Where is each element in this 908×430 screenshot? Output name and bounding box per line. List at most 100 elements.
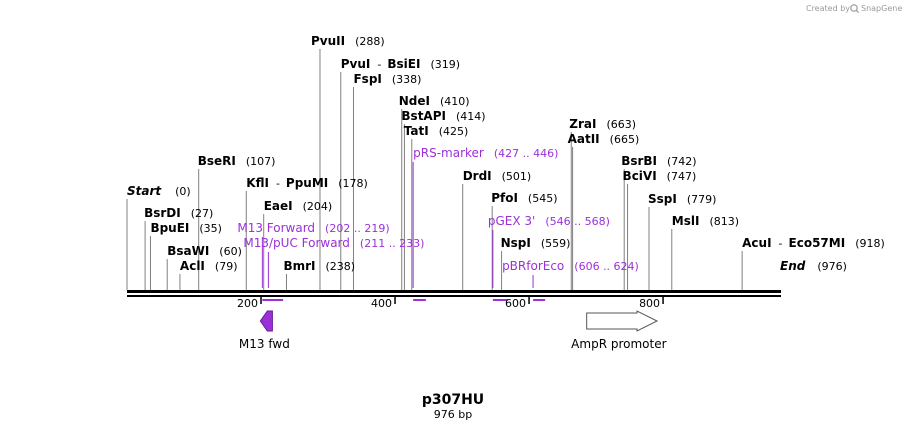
snapgene-logo-icon: [850, 4, 860, 14]
enzyme-label: MslI (813): [672, 214, 739, 228]
enzyme-position: (60): [219, 245, 242, 258]
forward-feature-arrow-icon: [586, 310, 659, 332]
enzyme-label: KflI-PpuMI(178): [246, 176, 368, 190]
enzyme-label: BsrDI (27): [144, 206, 213, 220]
enzyme-position: (178): [338, 177, 368, 190]
sequence-end-label: End (976): [780, 259, 847, 273]
feature-arrow-shape: [586, 310, 659, 332]
primer-position: (546 .. 568): [545, 215, 610, 228]
enzyme-position: (918): [855, 237, 885, 250]
sequence-end-position: (0): [175, 185, 191, 198]
enzyme-name: AcuI: [742, 236, 771, 250]
enzyme-label: BstAPI (414): [401, 109, 485, 123]
enzyme-separator: -: [276, 177, 280, 190]
map-caption: p307HU 976 bp: [422, 392, 484, 421]
feature-label: AmpR promoter: [571, 337, 666, 351]
sequence-end-position: (976): [817, 260, 847, 273]
sequence-end-name: End: [780, 259, 806, 273]
enzyme-label: AatII (665): [568, 132, 640, 146]
enzyme-label: SspI (779): [648, 192, 716, 206]
enzyme-name: FspI: [353, 72, 381, 86]
enzyme-label: PvuII (288): [311, 34, 385, 48]
ruler-tick-label: 800: [639, 297, 660, 310]
enzyme-position: (35): [199, 222, 222, 235]
enzyme-label: PfoI(545): [491, 191, 557, 205]
primer-label: pGEX 3' (546 .. 568): [488, 214, 610, 228]
enzyme-label: AcuI-Eco57MI (918): [742, 236, 885, 250]
credit: Created by SnapGene: [806, 4, 902, 14]
enzyme-position: (107): [246, 155, 276, 168]
features: M13 fwd AmpR promoter: [239, 310, 667, 351]
primer-position: (202 .. 219): [325, 222, 390, 235]
enzyme-name: EaeI: [264, 199, 293, 213]
enzyme-label: BseRI(107): [198, 154, 276, 168]
enzyme-label: BmrI (238): [283, 259, 355, 273]
enzyme-label: PvuI-BsiEI (319): [341, 57, 460, 71]
primer-name: pBRforEco: [502, 259, 564, 273]
enzyme-position: (238): [326, 260, 356, 273]
ruler-tick-label: 200: [237, 297, 258, 310]
enzyme-name: BsrDI: [144, 206, 181, 220]
enzyme-label: BciVI(747): [623, 169, 697, 183]
enzyme-name: MslI: [672, 214, 700, 228]
enzyme-name: NspI: [501, 236, 531, 250]
enzyme-name: BmrI: [283, 259, 315, 273]
primer-label: M13 Forward (202 .. 219): [237, 221, 389, 235]
primer-name: pRS-marker: [413, 146, 484, 160]
primer-label: M13/pUC Forward(211 .. 233): [243, 236, 424, 250]
enzyme-position: (425): [439, 125, 469, 138]
enzyme-position: (319): [430, 58, 460, 71]
enzyme-position: (665): [610, 133, 640, 146]
enzyme-name: BsaWI: [167, 244, 209, 258]
enzyme-label: TatI(425): [404, 124, 469, 138]
enzyme-position: (501): [502, 170, 532, 183]
credit-brand: SnapGene: [861, 4, 902, 13]
enzyme-position: (288): [355, 35, 385, 48]
primer-position: (211 .. 233): [360, 237, 425, 250]
enzyme-name: PvuII: [311, 34, 345, 48]
enzyme-name: ZraI: [569, 117, 596, 131]
primer-label: pRS-marker (427 .. 446): [413, 146, 558, 160]
site-labels: PvuII(288)PvuI-BsiEI(319)FspI(338)NdeI(4…: [127, 34, 885, 273]
enzyme-separator: -: [377, 58, 381, 71]
enzyme-label: BpuEI (35): [150, 221, 222, 235]
enzyme-name-2: PpuMI: [286, 176, 328, 190]
primer-name: M13 Forward: [237, 221, 315, 235]
map-title: p307HU: [422, 392, 484, 408]
primer-position: (427 .. 446): [494, 147, 559, 160]
enzyme-name: PvuI: [341, 57, 371, 71]
label-leaders: [126, 49, 743, 290]
enzyme-label: NdeI(410): [399, 94, 470, 108]
sequence-end-label: Start(0): [127, 184, 191, 198]
enzyme-label: NspI(559): [501, 236, 571, 250]
enzyme-position: (414): [456, 110, 486, 123]
enzyme-name: AatII: [568, 132, 600, 146]
enzyme-position: (27): [191, 207, 214, 220]
enzyme-label: BsrBI(742): [621, 154, 696, 168]
feature-label: M13 fwd: [239, 337, 290, 351]
enzyme-position: (338): [392, 73, 422, 86]
enzyme-name: BstAPI: [401, 109, 446, 123]
enzyme-name: SspI: [648, 192, 677, 206]
enzyme-name: BpuEI: [150, 221, 189, 235]
enzyme-label: BsaWI (60): [167, 244, 242, 258]
primer-name: pGEX 3': [488, 214, 535, 228]
enzyme-position: (747): [667, 170, 697, 183]
enzyme-name: AclI: [180, 259, 205, 273]
enzyme-position: (79): [215, 260, 238, 273]
ruler-tick-label: 600: [505, 297, 526, 310]
enzyme-name-2: Eco57MI: [789, 236, 846, 250]
reverse-feature-arrow-icon: [259, 310, 273, 332]
enzyme-label: ZraI(663): [569, 117, 636, 131]
enzyme-label: FspI (338): [353, 72, 421, 86]
primer-position: (606 .. 624): [574, 260, 639, 273]
enzyme-label: EaeI(204): [264, 199, 333, 213]
enzyme-name-2: BsiEI: [387, 57, 420, 71]
enzyme-position: (779): [687, 193, 717, 206]
enzyme-separator: -: [779, 237, 783, 250]
enzyme-label: DrdI(501): [463, 169, 532, 183]
enzyme-position: (813): [709, 215, 739, 228]
enzyme-name: PfoI: [491, 191, 518, 205]
